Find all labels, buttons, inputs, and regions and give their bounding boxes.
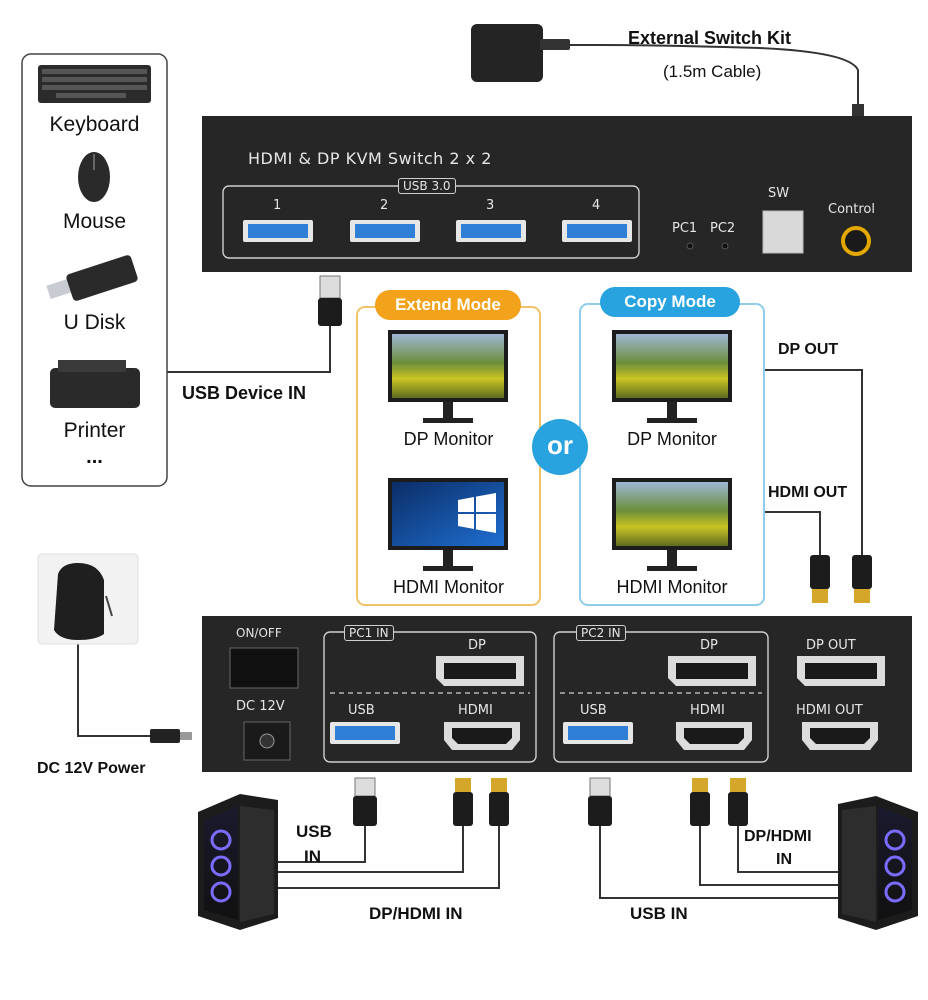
right-usb-in-label: USB IN (630, 904, 688, 923)
switch-button[interactable] (762, 210, 804, 254)
usb-device-in-label: USB Device IN (182, 383, 307, 403)
pc1-hdmi-label: HDMI (458, 703, 493, 718)
pc2-in-group (553, 631, 769, 763)
hdmi-plug-icon (810, 555, 830, 603)
usb-port-icon (563, 722, 633, 744)
dp-plug-icon (489, 778, 509, 826)
copy-mode-pill (600, 287, 740, 317)
printer-icon (50, 360, 140, 408)
port-4-label: 4 (592, 198, 601, 213)
kvm-front-panel (202, 116, 912, 272)
hdmi-port-icon (676, 722, 752, 750)
dp-out-label: DP OUT (778, 341, 839, 358)
cables (77, 44, 863, 899)
front-usb-ports (243, 220, 632, 242)
keyboard-label: Keyboard (49, 113, 140, 136)
back-hdmi-out-label: HDMI OUT (796, 703, 863, 718)
port-3-label: 3 (486, 198, 495, 213)
hdmi-plug-icon (690, 778, 710, 826)
mouse-icon (78, 152, 110, 202)
right-dp-hdmi-in-label-line1: DP/HDMI (744, 828, 812, 845)
hdmi-port-icon (802, 722, 878, 750)
left-usb-in-label-line1: USB (296, 822, 332, 841)
usb-plug-icon (588, 777, 612, 826)
hdmi-monitor-icon (388, 478, 508, 571)
usb-port-icon (350, 220, 420, 242)
extend-mode-pill (375, 290, 521, 320)
udisk-label: U Disk (63, 311, 126, 334)
back-dp-out-label: DP OUT (806, 638, 856, 653)
dp-plug-icon (728, 778, 748, 826)
power-switch[interactable] (229, 647, 299, 689)
copy-mode-title: Copy Mode (624, 292, 716, 311)
pc1-led-icon (686, 242, 694, 250)
pc-tower-icon (838, 796, 918, 930)
printer-label: Printer (63, 419, 126, 442)
usb-port-icon (562, 220, 632, 242)
usb-plug-icon (353, 777, 377, 826)
cable-length-label: (1.5m Cable) (663, 62, 762, 81)
more-devices-label: ... (86, 446, 103, 468)
sw-label: SW (768, 186, 790, 201)
usb-drive-icon (46, 255, 138, 301)
or-badge (532, 419, 588, 475)
pc1-usb-label: USB (348, 703, 375, 718)
pc1-in-label: PC1 IN (344, 625, 394, 641)
dp-monitor-icon (388, 330, 508, 423)
pc2-led-icon (721, 242, 729, 250)
pc1-in-group (323, 631, 537, 763)
usb-port-icon (456, 220, 526, 242)
pc2-dp-label: DP (700, 638, 718, 653)
port-2-label: 2 (380, 198, 389, 213)
keyboard-icon (38, 65, 151, 103)
external-switch-kit-label: External Switch Kit (628, 28, 792, 48)
hdmi-monitor-icon (612, 478, 732, 571)
control-label: Control (828, 202, 875, 217)
port-1-label: 1 (273, 198, 282, 213)
hdmi-port-icon (444, 722, 520, 750)
on-off-label: ON/OFF (236, 626, 282, 640)
dp-port-icon (668, 656, 756, 686)
left-dp-hdmi-in-label: DP/HDMI IN (369, 904, 463, 923)
pc2-indicator-label: PC2 (710, 221, 736, 236)
usb-port-icon (243, 220, 313, 242)
external-switch-icon (471, 24, 570, 82)
extend-mode-title: Extend Mode (395, 295, 501, 314)
copy-hdmi-monitor-label: HDMI Monitor (616, 577, 728, 597)
dc-12v-label: DC 12V (236, 699, 285, 714)
kvm-title: HDMI & DP KVM Switch 2 x 2 (248, 149, 492, 168)
pc2-usb-label: USB (580, 703, 607, 718)
hdmi-out-label: HDMI OUT (768, 484, 848, 501)
pc1-dp-label: DP (468, 638, 486, 653)
dp-port-icon (797, 656, 885, 686)
pc2-hdmi-label: HDMI (690, 703, 725, 718)
pc2-in-label: PC2 IN (576, 625, 626, 641)
or-label: or (547, 430, 573, 460)
dp-monitor-icon (612, 330, 732, 423)
usb-plug-icon (318, 275, 342, 326)
left-usb-in-label-line2: IN (304, 847, 321, 866)
dc-plug-icon (150, 729, 192, 743)
kvm-back-panel (202, 616, 912, 772)
mouse-label: Mouse (62, 210, 127, 233)
dp-plug-icon (852, 555, 872, 603)
usb30-group-label: USB 3.0 (398, 178, 456, 194)
extend-dp-monitor-label: DP Monitor (403, 429, 494, 449)
right-dp-hdmi-in-label-line2: IN (776, 851, 792, 868)
control-jack-icon (841, 226, 871, 256)
power-adapter-icon (54, 563, 113, 640)
dc-power-label: DC 12V Power (37, 760, 146, 777)
hdmi-plug-icon (453, 778, 473, 826)
usb-port-icon (330, 722, 400, 744)
extend-hdmi-monitor-label: HDMI Monitor (392, 577, 504, 597)
pc-tower-icon (198, 794, 278, 930)
copy-dp-monitor-label: DP Monitor (627, 429, 717, 449)
dp-port-icon (436, 656, 524, 686)
pc1-indicator-label: PC1 (672, 221, 698, 236)
